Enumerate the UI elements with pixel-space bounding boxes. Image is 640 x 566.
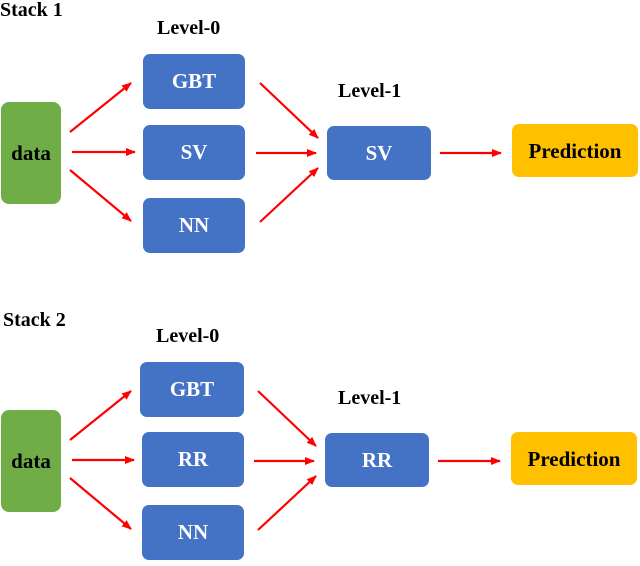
stack-2-arrow-nn-to-meta [257,475,317,531]
stack-1-model-box-gbt [143,54,245,109]
stack-1-arrow-data-to-gbt [69,82,132,133]
stack-2-model-box-rr [142,432,244,487]
stack-1: Stack 1 Level-0 Level-1 data GBT SV NN S… [0,0,638,253]
stack-2-model-label-nn: NN [178,520,208,544]
stack-2-model-label-rr: RR [178,447,209,471]
stack-1-prediction-label: Prediction [529,139,622,163]
stack-2-meta-model-box [325,433,429,487]
stack-1-model-label-sv: SV [181,140,208,164]
stack-2-prediction-label: Prediction [528,447,621,471]
stack-2-arrow-data-to-gbt [69,390,132,441]
stack-1-arrow-gbt-to-meta [259,82,319,139]
stack-1-title: Stack 1 [0,0,63,21]
stack-1-meta-model-label: SV [366,141,393,165]
stack-2-arrow-gbt-to-meta [257,390,317,447]
stack-2-model-box-nn [142,505,244,560]
stack-2-model-box-gbt [140,362,244,417]
stack-2-meta-model-label: RR [362,448,393,472]
stack-2-title: Stack 2 [3,309,66,331]
stack-1-arrow-nn-to-meta [259,167,319,223]
stack-1-level0-label: Level-0 [157,17,220,39]
stack-2-level1-label: Level-1 [338,387,401,409]
stack-2-model-label-gbt: GBT [170,377,214,401]
stack-1-data-label: data [11,141,51,165]
stack-2-data-label: data [11,449,51,473]
stack-1-level1-label: Level-1 [338,80,401,102]
stack-1-meta-model-box [327,126,431,180]
stack-1-prediction-box [512,124,638,177]
stack-2: Stack 2 Level-0 Level-1 data GBT RR NN R… [1,309,637,560]
stack-1-arrow-data-to-nn [69,169,132,222]
stack-1-model-label-gbt: GBT [172,69,216,93]
stack-2-level0-label: Level-0 [156,325,219,347]
stack-1-model-box-nn [143,198,245,253]
stack-1-model-box-sv [143,125,245,180]
stack-2-data-box [1,410,61,512]
stack-2-prediction-box [511,432,637,485]
stack-2-arrow-data-to-nn [69,477,132,530]
stack-1-data-box [1,102,61,204]
stack-1-model-label-nn: NN [179,213,209,237]
